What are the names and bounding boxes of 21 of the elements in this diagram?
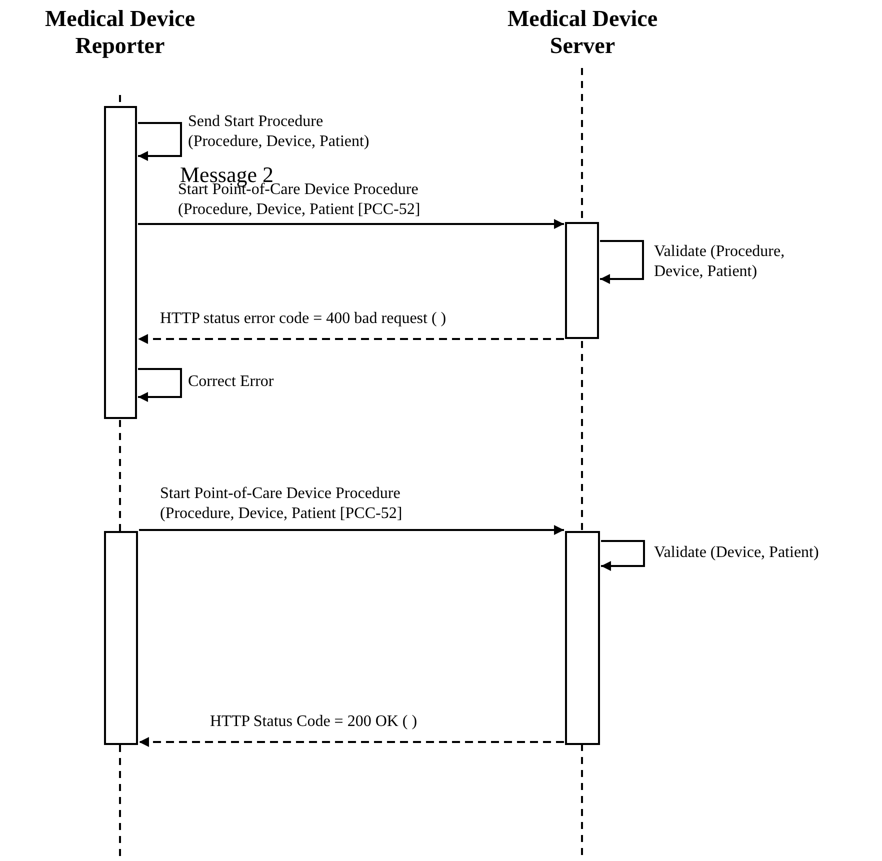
message-arrow: [600, 240, 644, 284]
message-label: Validate (Device, Patient): [654, 543, 820, 563]
message-arrow: [138, 122, 182, 161]
message-arrow: [139, 525, 564, 535]
message-arrow: [139, 737, 564, 747]
activation-bar: [565, 222, 599, 339]
message-arrow: [138, 219, 564, 229]
activation-bar: [104, 531, 138, 745]
message-arrow: [601, 540, 645, 571]
message-label: Send Start Procedure (Procedure, Device, Patient): [188, 112, 370, 152]
message-label: Validate (Procedure, Device, Patient): [654, 242, 786, 282]
message-label: HTTP status error code = 400 bad request ( ): [160, 309, 448, 329]
message-label: Correct Error: [188, 372, 275, 392]
message-arrow: [138, 368, 182, 402]
activation-bar: [104, 106, 137, 419]
lifeline-header: Medical Device Reporter: [0, 5, 240, 59]
message-arrow: [138, 334, 564, 344]
message-label: Start Point-of-Care Device Procedure (Procedure, Device, Patient [PCC-52]: [160, 484, 404, 524]
activation-bar: [565, 531, 600, 745]
message-label: HTTP Status Code = 200 OK ( ): [210, 712, 418, 732]
lifeline-header: Medical Device Server: [500, 5, 665, 59]
